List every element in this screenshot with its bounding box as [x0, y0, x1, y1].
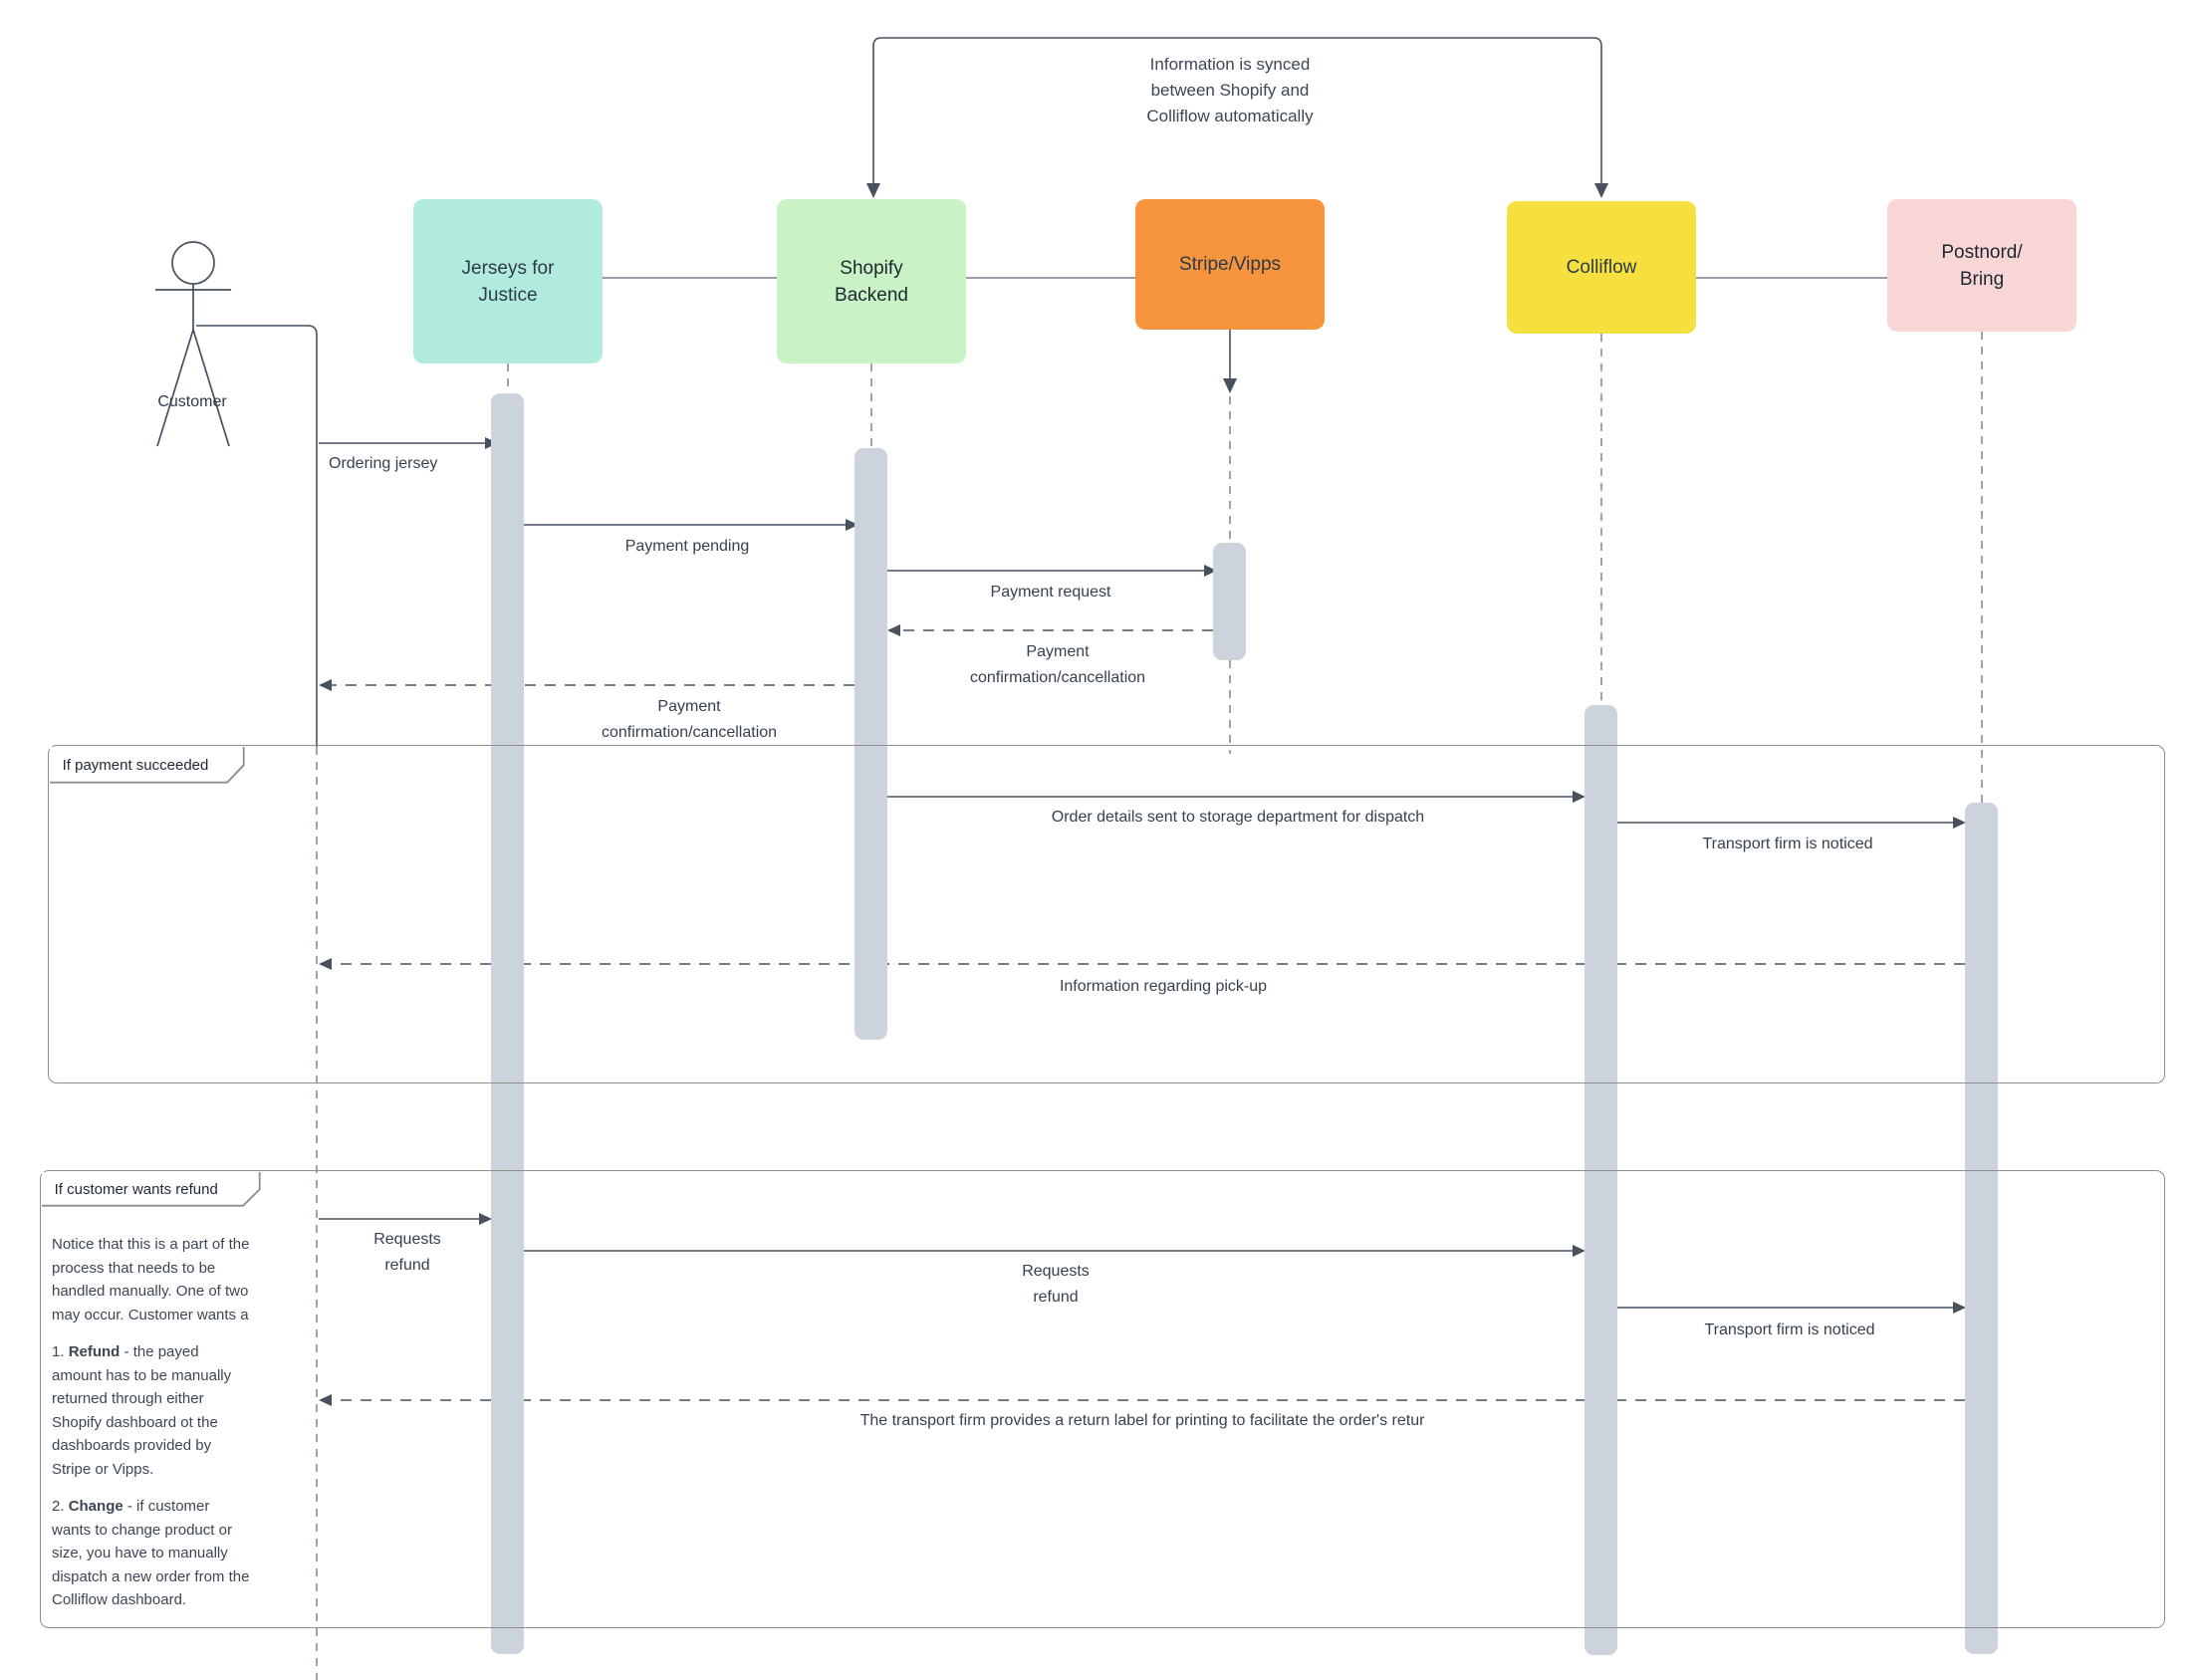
frame-payment-succeeded-label: If payment succeeded — [62, 756, 209, 774]
stick-figure — [155, 241, 231, 447]
refund-note-item-1-number: 1. — [52, 1343, 69, 1360]
label-payment-request: Payment request — [990, 584, 1111, 600]
msg-payment-confirmation-to-shopify — [887, 624, 1213, 636]
refund-note-item-2-number: 2. — [52, 1498, 69, 1515]
msg-return-label — [319, 1394, 1965, 1406]
activation-shopify — [854, 448, 887, 1040]
frame-customer-refund — [40, 1170, 2165, 1628]
label-payment-confirmation-2: Payment confirmation/cancellation — [601, 698, 778, 741]
refund-note-item-2-rest: - if customer wants to change product or… — [52, 1498, 250, 1608]
refund-note-item-2-bold: Change — [68, 1498, 123, 1515]
stripe-self-arrow — [1223, 330, 1237, 393]
participant-postnord-bring: Postnord/ Bring — [1887, 199, 2076, 332]
sync-arrowhead-shopify — [866, 183, 880, 198]
msg-payment-request — [887, 565, 1217, 577]
label-ordering-jersey: Ordering jersey — [329, 455, 438, 472]
refund-note-intro: Notice that this is a part of the proces… — [52, 1236, 250, 1323]
participant-stripe-vipps: Stripe/Vipps — [1135, 199, 1325, 330]
msg-payment-confirmation-to-customer — [319, 679, 854, 691]
actor-customer-label: Customer — [157, 393, 227, 410]
message-arrows — [319, 437, 1966, 1406]
msg-payment-pending — [524, 519, 858, 531]
label-payment-pending: Payment pending — [624, 538, 750, 555]
refund-note-item-1-bold: Refund — [68, 1343, 121, 1360]
msg-requests-refund-1 — [319, 1213, 492, 1225]
activation-jerseys — [491, 393, 524, 1654]
msg-transport-firm-noticed-2 — [1617, 1302, 1966, 1314]
customer-lifeline-solid — [196, 325, 318, 747]
label-requests-refund-1: Requests refund — [373, 1231, 441, 1274]
sync-arrowhead-colliflow — [1594, 183, 1608, 198]
participant-colliflow: Colliflow — [1507, 201, 1696, 334]
msg-information-pickup — [319, 958, 1965, 970]
label-payment-confirmation-1: Payment confirmation/cancellation — [969, 643, 1146, 686]
lifelines — [316, 332, 1983, 1680]
label-return-label: The transport firm provides a return lab… — [859, 1412, 1425, 1429]
refund-note-item-1-rest: - the payed amount has to be manually re… — [52, 1343, 232, 1478]
activation-postnord — [1965, 803, 1998, 1654]
label-information-pickup: Information regarding pick-up — [1059, 978, 1268, 995]
stick-figure-leg-left — [156, 329, 194, 447]
stick-figure-leg-right — [192, 329, 230, 447]
refund-note-item-2: 2. Change - if customer wants to change … — [52, 1495, 311, 1612]
label-transport-firm-noticed-1: Transport firm is noticed — [1702, 836, 1873, 852]
participant-shopify-backend: Shopify Backend — [777, 199, 966, 363]
activation-stripe — [1213, 543, 1246, 660]
frame-payment-succeeded — [48, 745, 2165, 1083]
msg-ordering-jersey — [319, 437, 498, 449]
sync-note: Information is synced between Shopify an… — [1146, 55, 1314, 125]
label-order-details-dispatch: Order details sent to storage department… — [1051, 809, 1425, 826]
msg-order-details-dispatch — [887, 791, 1586, 803]
msg-transport-firm-noticed-1 — [1617, 817, 1966, 829]
frame-customer-refund-tab: If customer wants refund — [42, 1172, 261, 1207]
refund-note-item-1: 1. Refund - the payed amount has to be m… — [52, 1340, 311, 1481]
label-requests-refund-2: Requests refund — [1022, 1263, 1090, 1306]
participant-jerseys-for-justice: Jerseys for Justice — [413, 199, 603, 363]
sync-bracket — [866, 37, 1608, 198]
stick-figure-head — [171, 241, 215, 285]
frame-customer-refund-label: If customer wants refund — [54, 1180, 218, 1198]
frame-payment-succeeded-tab: If payment succeeded — [50, 747, 245, 784]
activation-colliflow — [1585, 705, 1617, 1655]
label-transport-firm-noticed-2: Transport firm is noticed — [1704, 1321, 1875, 1338]
msg-requests-refund-2 — [524, 1245, 1586, 1257]
